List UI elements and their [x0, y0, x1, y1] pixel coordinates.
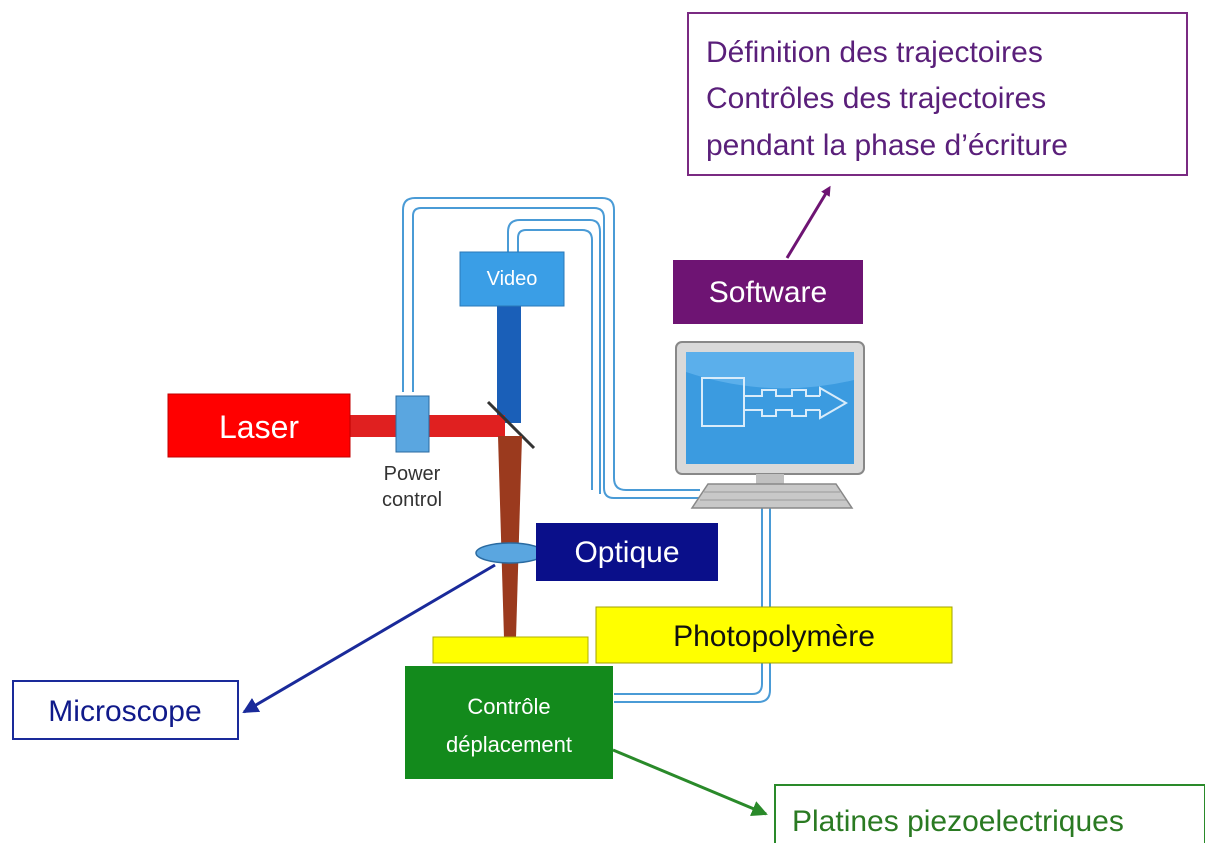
wire-video-to-computer-inner [517, 229, 593, 490]
video-beam [497, 305, 521, 423]
laser-box [167, 393, 351, 458]
power-control-modulator [395, 395, 430, 453]
writing-beam [498, 436, 522, 638]
computer-monitor-icon [675, 341, 865, 484]
wire-power-to-computer-outer [402, 197, 700, 491]
software-info-box [687, 12, 1188, 176]
optique-box [536, 523, 718, 581]
wire-computer-to-control-inner [614, 508, 763, 695]
optique-label: Optique [574, 536, 679, 569]
photopolymer-sample [432, 636, 589, 664]
software-info-line-3: pendant la phase d’écriture [706, 129, 1068, 162]
platines-label: Platines piezoelectriques [792, 805, 1124, 838]
photopolymer-box [595, 606, 953, 664]
software-info-line-1: Définition des trajectoires [706, 36, 1043, 69]
arrow-control-to-platines [612, 748, 768, 816]
objective-lens [475, 542, 545, 564]
software-label: Software [709, 276, 827, 309]
video-label: Video [487, 268, 538, 290]
microscope-box [12, 680, 239, 740]
arrow-lens-to-microscope [242, 563, 496, 714]
laser-label: Laser [219, 409, 299, 445]
platines-box [774, 784, 1205, 843]
motion-control-box [405, 666, 613, 779]
power-control-label-line2: control [382, 489, 442, 511]
wire-power-to-computer-inner [412, 207, 700, 499]
microscope-label: Microscope [48, 695, 201, 728]
software-box [673, 260, 863, 324]
beam-splitter-mirror [486, 400, 536, 450]
power-control-label-line1: Power [384, 463, 441, 485]
signal-wires [402, 197, 771, 703]
motion-control-label-line2: déplacement [446, 732, 572, 757]
video-box [459, 251, 565, 307]
keyboard-icon [690, 483, 854, 509]
photopolymer-label: Photopolymère [673, 620, 875, 653]
motion-control-label-line1: Contrôle [467, 694, 550, 719]
wire-computer-to-control-outer [614, 508, 771, 703]
software-info-line-2: Contrôles des trajectoires [706, 82, 1046, 115]
arrow-software-to-info [785, 185, 831, 259]
wire-video-to-computer-outer [507, 219, 601, 494]
